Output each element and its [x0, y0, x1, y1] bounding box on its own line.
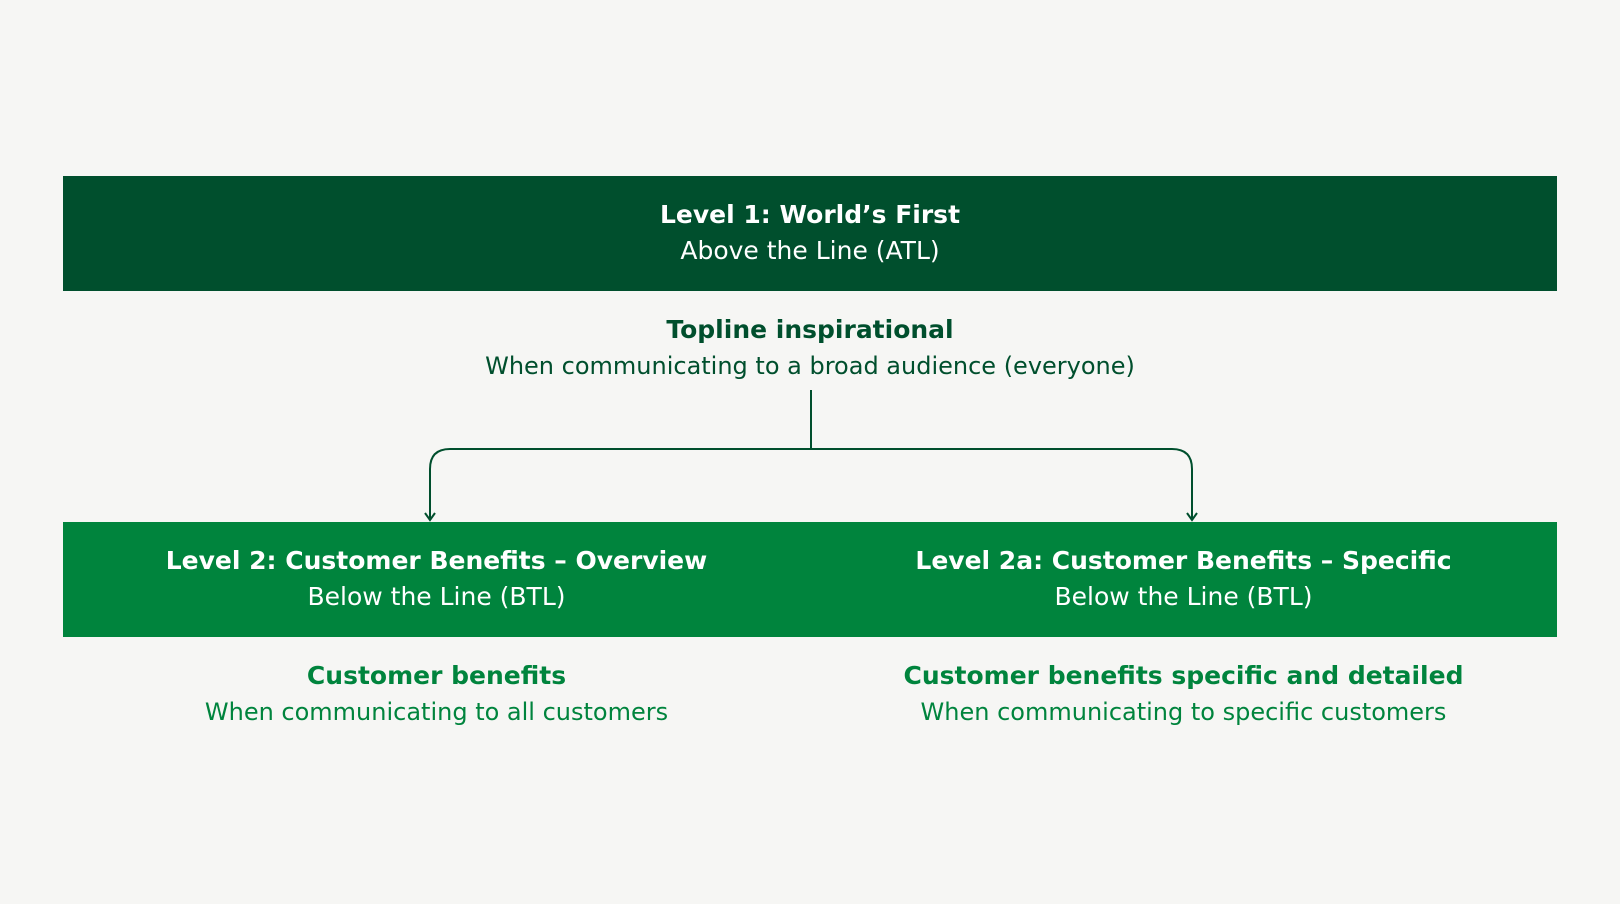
level1-subtitle: Above the Line (ATL): [680, 236, 940, 265]
level2a-subtitle: Below the Line (BTL): [1054, 582, 1313, 611]
connector-right-branch: [811, 448, 1193, 518]
arrow-down-icon: [1186, 512, 1198, 522]
connector-left-branch: [429, 448, 811, 518]
level2-band: Level 2: Customer Benefits – Overview Be…: [63, 522, 1557, 637]
level1-caption: Topline inspirational When communicating…: [63, 312, 1557, 384]
level2-title: Level 2: Customer Benefits – Overview: [165, 546, 708, 575]
level2-caption-title: Customer benefits: [306, 661, 567, 690]
level2a-caption-subtitle: When communicating to specific customers: [920, 698, 1447, 726]
level1-box: Level 1: World’s First Above the Line (A…: [63, 176, 1557, 291]
level2-caption: Customer benefits When communicating to …: [63, 658, 810, 730]
level2-box: Level 2: Customer Benefits – Overview Be…: [63, 543, 810, 615]
level1-title: Level 1: World’s First: [659, 200, 961, 229]
level2a-caption: Customer benefits specific and detailed …: [810, 658, 1557, 730]
level1-caption-subtitle: When communicating to a broad audience (…: [485, 352, 1135, 380]
level2-subtitle: Below the Line (BTL): [307, 582, 566, 611]
level2a-title: Level 2a: Customer Benefits – Specific: [915, 546, 1452, 575]
arrow-down-icon: [424, 512, 436, 522]
level1-caption-title: Topline inspirational: [666, 315, 954, 344]
level2a-box: Level 2a: Customer Benefits – Specific B…: [810, 543, 1557, 615]
level2-caption-subtitle: When communicating to all customers: [204, 698, 669, 726]
level2a-caption-title: Customer benefits specific and detailed: [903, 661, 1464, 690]
